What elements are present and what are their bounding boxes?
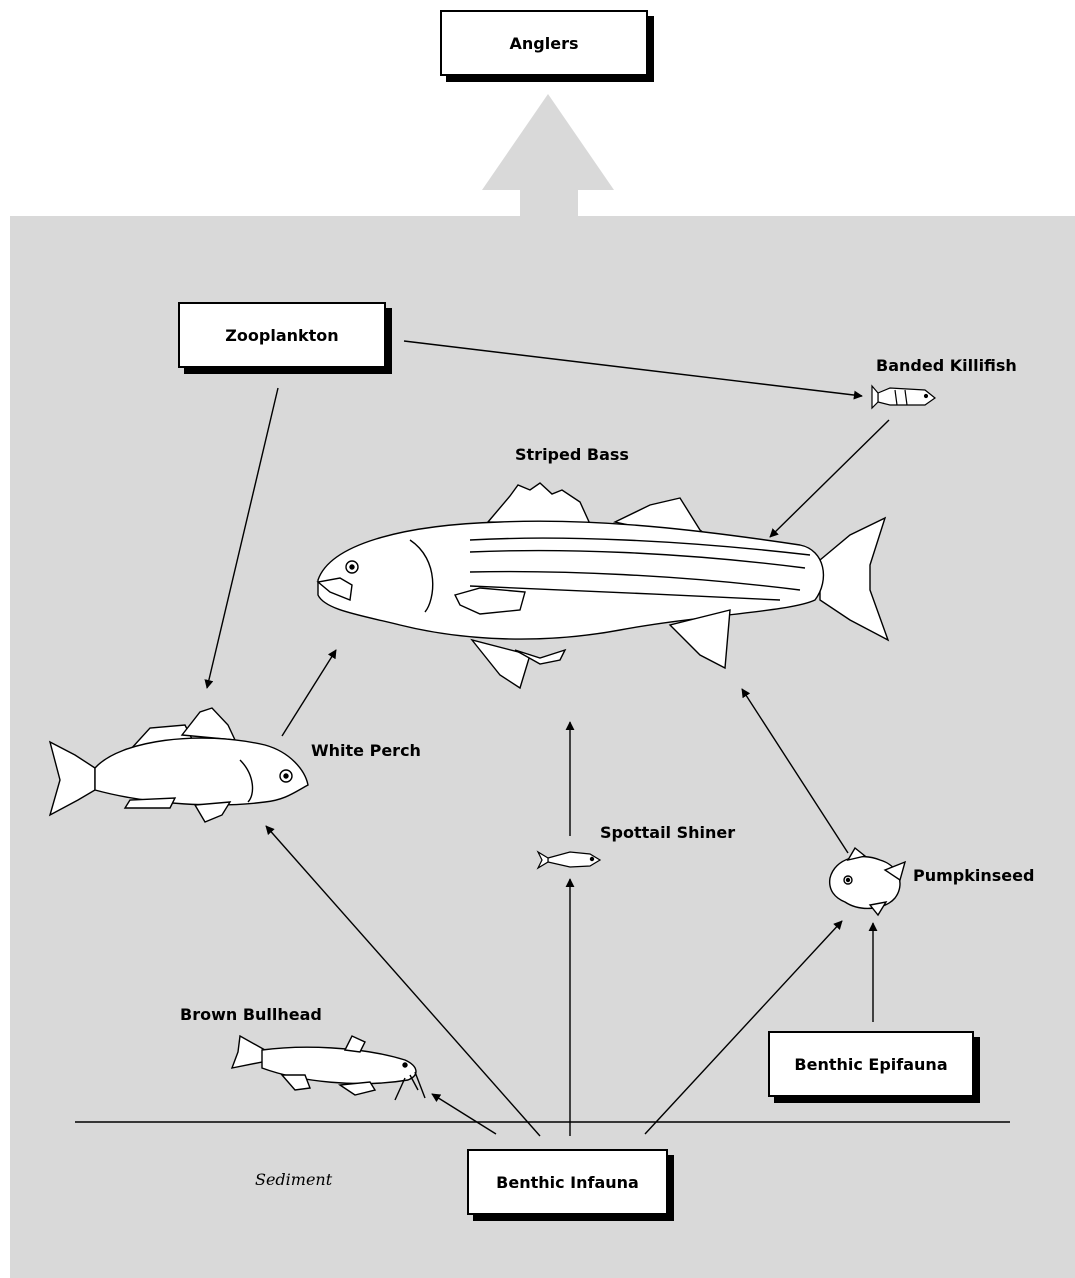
benthic-infauna-label: Benthic Infauna	[496, 1173, 639, 1192]
spottail-shiner-label: Spottail Shiner	[600, 823, 735, 842]
sediment-label: Sediment	[255, 1170, 332, 1189]
banded-killifish-label: Banded Killifish	[876, 356, 1017, 375]
anglers-label: Anglers	[510, 34, 579, 53]
anglers-box: Anglers	[440, 10, 648, 76]
benthic-epifauna-box: Benthic Epifauna	[768, 1031, 974, 1097]
zooplankton-box: Zooplankton	[178, 302, 386, 368]
benthic-infauna-box: Benthic Infauna	[467, 1149, 668, 1215]
striped-bass-label: Striped Bass	[515, 445, 629, 464]
brown-bullhead-label: Brown Bullhead	[180, 1005, 322, 1024]
pumpkinseed-label: Pumpkinseed	[913, 866, 1034, 885]
zooplankton-label: Zooplankton	[225, 326, 338, 345]
white-perch-label: White Perch	[311, 741, 421, 760]
benthic-epifauna-label: Benthic Epifauna	[794, 1055, 947, 1074]
upward-arrow-to-anglers	[482, 94, 614, 216]
